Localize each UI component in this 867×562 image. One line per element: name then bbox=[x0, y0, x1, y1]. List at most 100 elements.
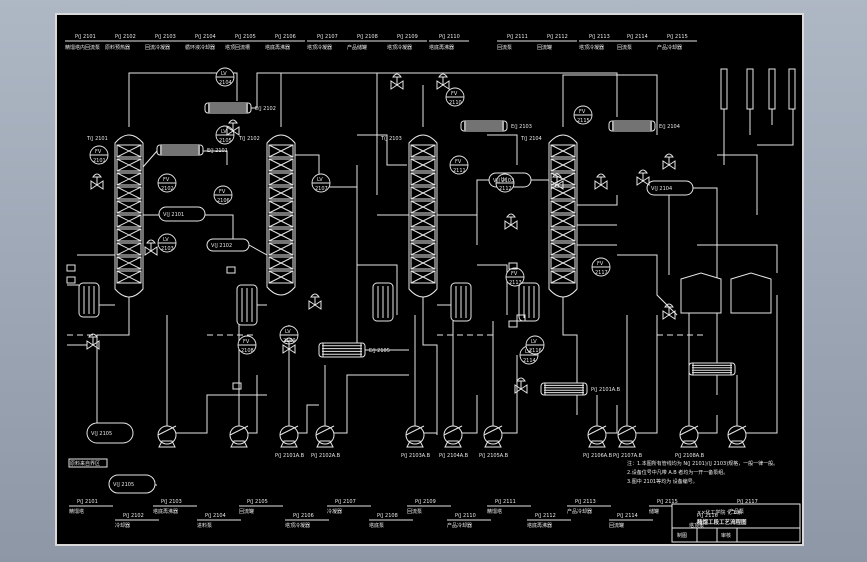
valve-actuator bbox=[596, 173, 606, 178]
equipment-tag: P(J 2112 bbox=[547, 34, 568, 40]
equipment-tag: P(J 2115 bbox=[667, 34, 688, 40]
equipment-name: 回流泵 bbox=[497, 44, 512, 51]
instrument-type: LV bbox=[221, 129, 227, 135]
process-pipe bbox=[693, 187, 718, 395]
pump-base bbox=[484, 440, 502, 448]
packing-cross bbox=[410, 256, 436, 270]
packing-cross bbox=[268, 242, 294, 256]
equipment-tag: P(J 2109 bbox=[415, 499, 436, 505]
equipment-tag: P(J 2107 bbox=[335, 499, 356, 505]
storage-tank bbox=[730, 272, 772, 314]
drum-tag: V(J 2102 bbox=[211, 243, 232, 249]
packing-cross bbox=[268, 256, 294, 270]
column-packing bbox=[116, 186, 142, 200]
process-pipe bbox=[746, 295, 778, 434]
packing-cross bbox=[116, 172, 142, 186]
valve-actuator bbox=[310, 293, 320, 298]
drawing-note: 2.设备位号中凡带 A.B 者均为一开一备泵组。 bbox=[627, 469, 728, 476]
packing-cross bbox=[550, 200, 576, 214]
pump-base bbox=[618, 440, 636, 448]
packing-cross bbox=[116, 242, 142, 256]
packing-cross bbox=[116, 214, 142, 228]
process-pipe bbox=[295, 154, 320, 175]
column-packing bbox=[550, 242, 576, 256]
title-block bbox=[671, 503, 801, 543]
title-block-drawn: 制图 bbox=[677, 532, 687, 539]
equipment-tag: P(J 2108 bbox=[357, 34, 378, 40]
column-packing bbox=[116, 200, 142, 214]
drawing-note: 注：1.本图所有管线均为 N(J 2101)/(J 2103)规格，一般一律一般… bbox=[627, 460, 778, 467]
valve-actuator bbox=[392, 73, 402, 78]
instrument-number: 2109 bbox=[283, 338, 296, 344]
column-packing bbox=[116, 256, 142, 270]
equipment-name: 塔底再沸器 bbox=[265, 44, 290, 51]
equipment-name: 原料预热器 bbox=[105, 44, 130, 51]
drum bbox=[86, 422, 134, 444]
instrument-number: 2112 bbox=[499, 186, 512, 192]
packing-cross bbox=[268, 144, 294, 158]
pump-base bbox=[316, 440, 334, 448]
pump-outlet bbox=[405, 425, 425, 436]
equipment-tag: P(J 2102 bbox=[123, 513, 144, 519]
column-packing bbox=[550, 158, 576, 172]
drum bbox=[206, 238, 250, 252]
distillation-column bbox=[266, 134, 296, 296]
vent-stack bbox=[720, 68, 728, 110]
pump-outlet bbox=[727, 425, 747, 436]
process-pipe bbox=[329, 165, 358, 188]
pump-outlet bbox=[315, 425, 335, 436]
process-pipe bbox=[476, 179, 489, 235]
packing-cross bbox=[550, 158, 576, 172]
packing-cross bbox=[550, 144, 576, 158]
instrument-type: FV bbox=[597, 261, 604, 267]
instrument-number: 2107 bbox=[315, 186, 328, 192]
equipment-name: 产品储罐 bbox=[347, 44, 367, 51]
process-pipe bbox=[205, 214, 234, 239]
equipment-name: 精馏塔 bbox=[69, 508, 84, 515]
process-pipe bbox=[462, 395, 478, 434]
column-packing bbox=[550, 256, 576, 270]
instrument-number: 2117 bbox=[595, 270, 608, 276]
column-packing bbox=[116, 228, 142, 242]
title-block-title: 精馏工段工艺流程图 bbox=[697, 518, 747, 526]
packing-cross bbox=[410, 186, 436, 200]
equipment-tag: P(J 2105 bbox=[235, 34, 256, 40]
pump-base bbox=[230, 440, 248, 448]
equipment-tag: P(J 2115 bbox=[657, 499, 678, 505]
column-packing bbox=[410, 200, 436, 214]
equipment-name: 产品冷却器 bbox=[447, 522, 472, 529]
process-pipe bbox=[562, 297, 578, 415]
process-pipe bbox=[757, 109, 794, 146]
pump-tag: P(J 2108A.B bbox=[675, 453, 705, 459]
equipment-name: 回流罐 bbox=[609, 522, 624, 529]
exchanger-tag: E(J 2105 bbox=[369, 348, 390, 354]
process-pipe bbox=[334, 374, 409, 434]
equipment-tag: P(J 2106 bbox=[275, 34, 296, 40]
instrument-type: FV bbox=[243, 339, 250, 345]
control-valve bbox=[436, 80, 450, 90]
equipment-tag: P(J 2112 bbox=[535, 513, 556, 519]
equipment-name: 储罐 bbox=[649, 508, 659, 515]
instrument-type: FV bbox=[451, 91, 458, 97]
equipment-tag: P(J 2114 bbox=[627, 34, 648, 40]
instrument-number: 2115 bbox=[577, 118, 590, 124]
packing-cross bbox=[268, 172, 294, 186]
instrument-type: LV bbox=[285, 329, 291, 335]
equipment-tag: P(J 2109 bbox=[397, 34, 418, 40]
packing-cross bbox=[268, 270, 294, 284]
packing-cross bbox=[116, 228, 142, 242]
equipment-name: 产品泵 bbox=[729, 508, 744, 515]
pump-base bbox=[728, 440, 746, 448]
control-valve bbox=[226, 126, 240, 136]
equipment-tag: P(J 2117 bbox=[737, 499, 758, 505]
process-pipe bbox=[357, 264, 398, 315]
drum-tag: V(J 2101 bbox=[163, 212, 184, 218]
column-packing bbox=[116, 242, 142, 256]
packing-cross bbox=[268, 158, 294, 172]
packing-cross bbox=[268, 200, 294, 214]
exchanger-tag: E(J 2103 bbox=[511, 124, 532, 130]
pump-outlet bbox=[229, 425, 249, 436]
process-pipe bbox=[128, 72, 238, 127]
equipment-name: 产品冷却器 bbox=[657, 44, 682, 51]
equipment-tag: P(J 2111 bbox=[507, 34, 528, 40]
